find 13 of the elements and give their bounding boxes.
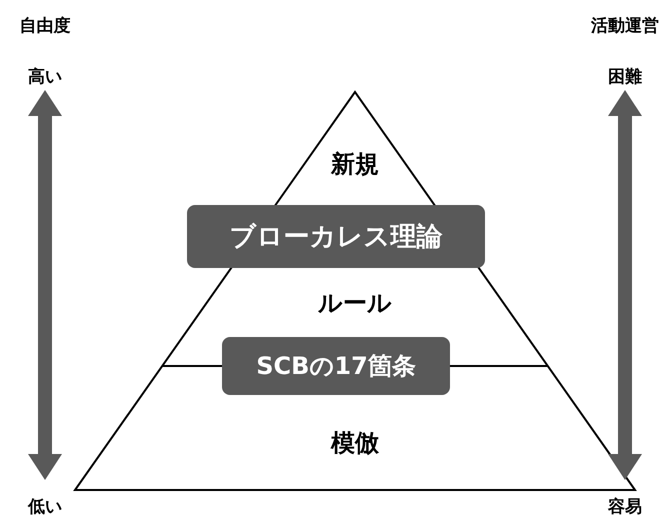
layer-label: 新規 bbox=[331, 148, 379, 180]
axis-title: 自由度 bbox=[20, 15, 70, 37]
scale-label: 低い bbox=[28, 496, 62, 518]
layer-label: 模倣 bbox=[331, 428, 379, 458]
double-arrow bbox=[28, 90, 62, 480]
scale-label: 容易 bbox=[608, 496, 642, 518]
scale-label: 高い bbox=[28, 66, 62, 88]
scale-label: 困難 bbox=[608, 66, 642, 88]
axis-title: 活動運営 bbox=[591, 15, 659, 37]
double-arrow bbox=[608, 90, 642, 480]
layer-label: ルール bbox=[318, 288, 392, 318]
concept-box: SCBの17箇条 bbox=[222, 337, 450, 395]
concept-box: ブローカレス理論 bbox=[187, 205, 485, 268]
